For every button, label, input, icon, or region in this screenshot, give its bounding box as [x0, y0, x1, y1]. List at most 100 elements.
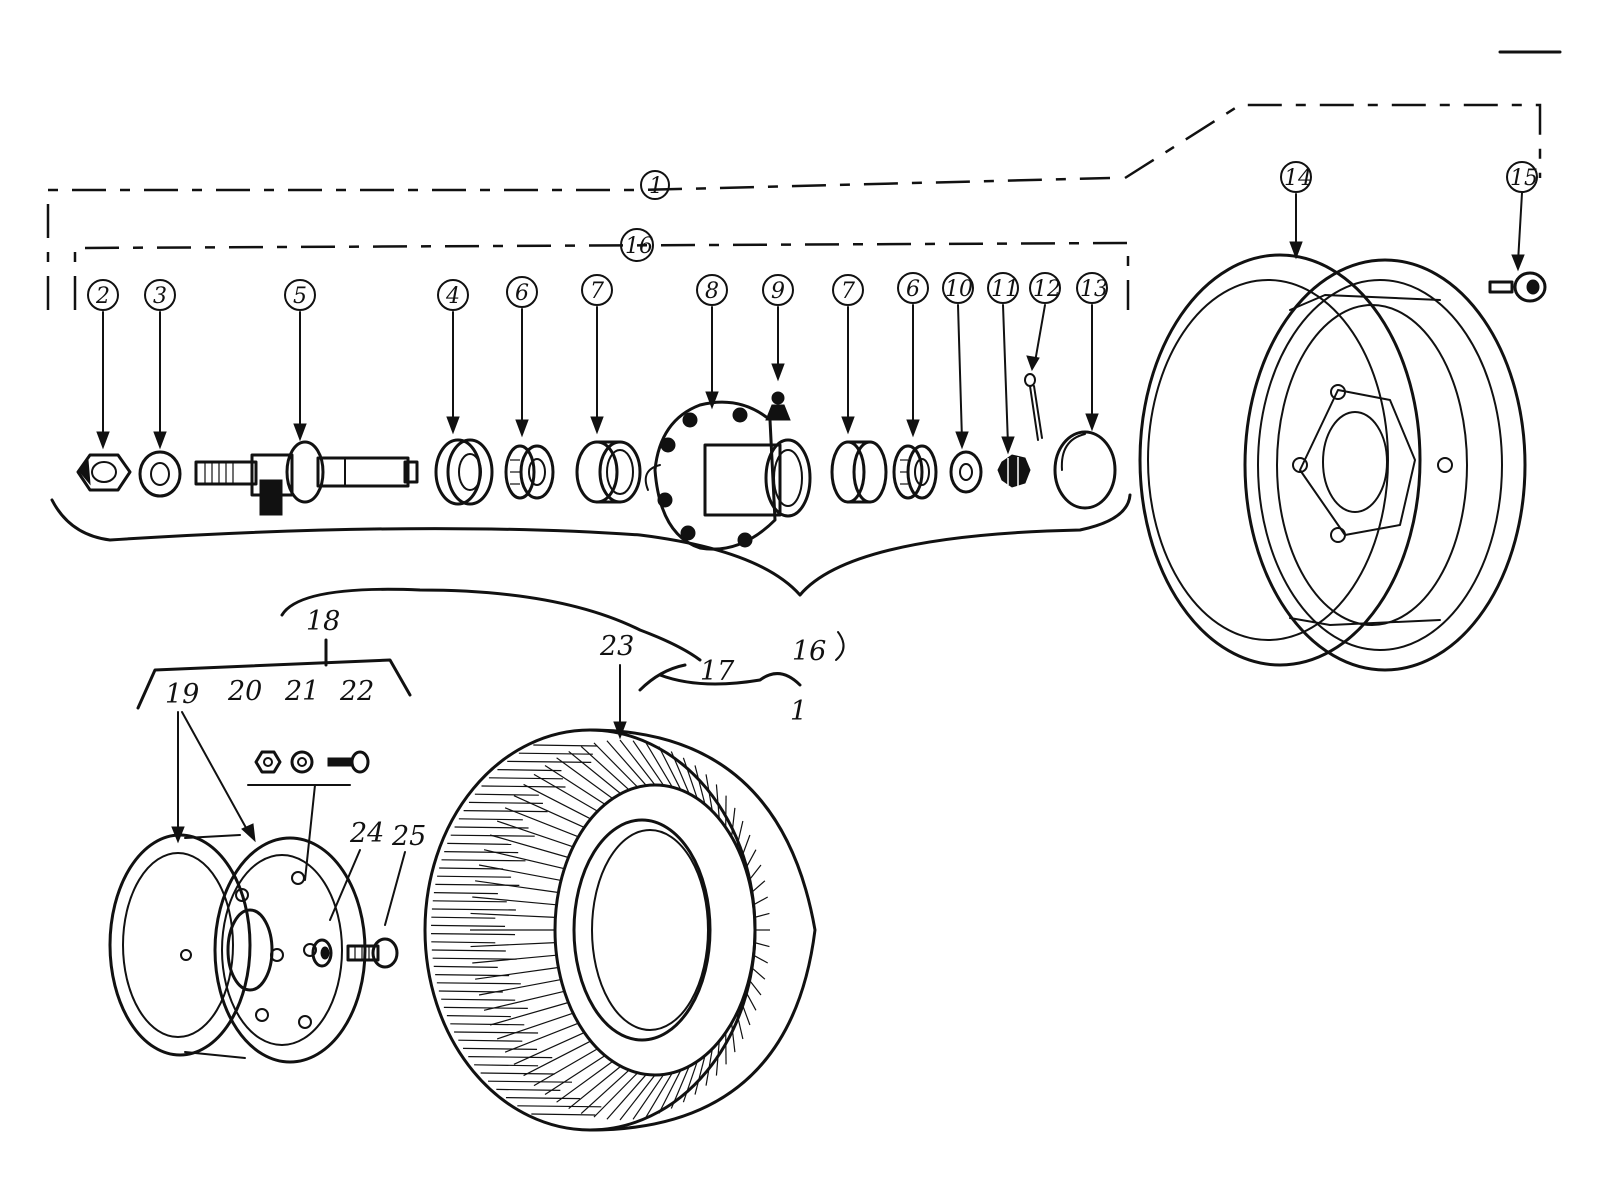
tire-sidewall-line	[544, 764, 606, 805]
callout-7a: 7	[581, 274, 613, 435]
tire-sidewall-line	[606, 740, 647, 786]
tire-sidewall-line	[658, 1069, 682, 1114]
tire-sidewall-line	[658, 746, 682, 791]
callout-6a: 6	[506, 276, 538, 438]
svg-text:12: 12	[1033, 277, 1061, 302]
tire-sidewall-line	[753, 896, 769, 906]
tire-sidewall-line	[513, 1031, 585, 1065]
tire-tread-line	[436, 982, 521, 985]
label-19: 19	[165, 679, 199, 710]
tire-tread-line	[458, 818, 523, 821]
tire-tread-line	[431, 916, 496, 919]
tire-tread-line	[488, 777, 563, 780]
tire-sidewall-line	[736, 1013, 744, 1040]
tire-sidewall-line	[504, 1022, 579, 1053]
callout-11: 11	[987, 272, 1019, 455]
tire-tread-line	[444, 851, 519, 854]
tire-sidewall-line	[523, 783, 591, 820]
tire-sidewall-line	[544, 1055, 606, 1096]
tire-sidewall-line	[475, 966, 559, 980]
part-15-valve-stem	[1488, 192, 1547, 303]
leader-24	[329, 849, 361, 921]
svg-text:1: 1	[790, 696, 807, 727]
label-22: 22	[339, 676, 374, 707]
svg-text:9: 9	[771, 279, 785, 304]
callout-15: 15	[1506, 161, 1538, 193]
tire-sidewall-line	[568, 1065, 622, 1110]
callout-2: 2	[87, 279, 119, 450]
tire-sidewall-line	[748, 979, 762, 996]
tire-tread-line	[468, 1056, 553, 1059]
tire-sidewall-line	[568, 750, 622, 795]
assembly-18-bracket: 18	[136, 606, 412, 710]
tire-sidewall-line	[472, 896, 557, 906]
svg-text:13: 13	[1080, 277, 1108, 302]
tire-tread-line	[474, 1064, 539, 1067]
tire-sidewall-line	[504, 807, 579, 838]
part-2-hex-nut	[76, 453, 132, 492]
svg-text:7: 7	[590, 279, 604, 304]
tire-sidewall-line	[736, 820, 744, 847]
label-25: 25	[391, 821, 426, 852]
tire-tread-line	[533, 744, 598, 747]
part-5-spindle	[194, 440, 419, 516]
svg-text:7: 7	[841, 279, 855, 304]
tire-tread-line	[474, 793, 539, 796]
tire-sidewall-line	[705, 1048, 713, 1086]
tire-sidewall-line	[489, 834, 569, 859]
tire-sidewall-line	[731, 1023, 736, 1053]
tire-sidewall-line	[580, 1069, 630, 1114]
part-22-bolt	[327, 750, 370, 774]
svg-text:16: 16	[625, 234, 653, 259]
tire-tread-line	[505, 1097, 580, 1100]
tire-tread-line	[450, 1023, 525, 1026]
tire-sidewall-line	[472, 954, 557, 964]
tire-sidewall-line	[751, 880, 766, 893]
tire-tread-line	[487, 1080, 573, 1083]
tire-sidewall-line	[470, 942, 556, 948]
tire-tread-line	[437, 875, 512, 878]
tire-sidewall-line	[619, 739, 656, 786]
tire-tread-line	[446, 1015, 511, 1018]
tire-sidewall-line	[593, 742, 639, 788]
tire-sidewall-line	[470, 912, 556, 918]
tire-tread-line	[517, 1105, 602, 1108]
tire-sidewall-line	[606, 1074, 647, 1120]
svg-text:3: 3	[153, 284, 167, 309]
callout-6b: 6	[897, 272, 929, 438]
tire-tread-line	[463, 1047, 538, 1050]
svg-text:1: 1	[649, 174, 663, 199]
tire-sidewall-line	[670, 751, 690, 794]
tire-tread-line	[497, 769, 562, 772]
tire-sidewall-line	[645, 1072, 673, 1118]
label-23: 23	[599, 631, 634, 662]
tire-tread-line	[431, 941, 496, 944]
part-10-washer	[949, 450, 983, 494]
callout-1: 1	[640, 170, 670, 200]
tire-tread-line	[432, 900, 507, 903]
tire-tread-line	[438, 990, 503, 993]
tire-sidewall-line	[632, 740, 665, 786]
tire-tread-line	[458, 1039, 523, 1042]
tire-sidewall-line	[682, 1061, 698, 1103]
svg-text:18: 18	[306, 606, 340, 637]
part-7-bearing-cup-left	[575, 440, 642, 504]
tire-sidewall-line	[715, 1041, 720, 1076]
tire-sidewall-line	[632, 1074, 665, 1120]
tire-sidewall-line	[670, 1066, 690, 1109]
leader-25	[384, 851, 406, 926]
part-8-hub	[644, 400, 812, 551]
callout-16-top: 16	[620, 228, 654, 262]
tire-sidewall-line	[645, 742, 673, 788]
part-9-grease-fitting	[765, 391, 791, 421]
tire-tread-line	[480, 1072, 555, 1075]
svg-text:5: 5	[293, 284, 307, 309]
label-24: 24	[349, 818, 384, 849]
callout-3: 3	[144, 279, 176, 450]
tire-sidewall-line	[745, 990, 757, 1011]
tire-tread-line	[443, 1006, 528, 1009]
svg-text:15: 15	[1510, 166, 1538, 191]
tire-tread-line	[431, 949, 506, 952]
tire-tread-line	[507, 760, 592, 763]
